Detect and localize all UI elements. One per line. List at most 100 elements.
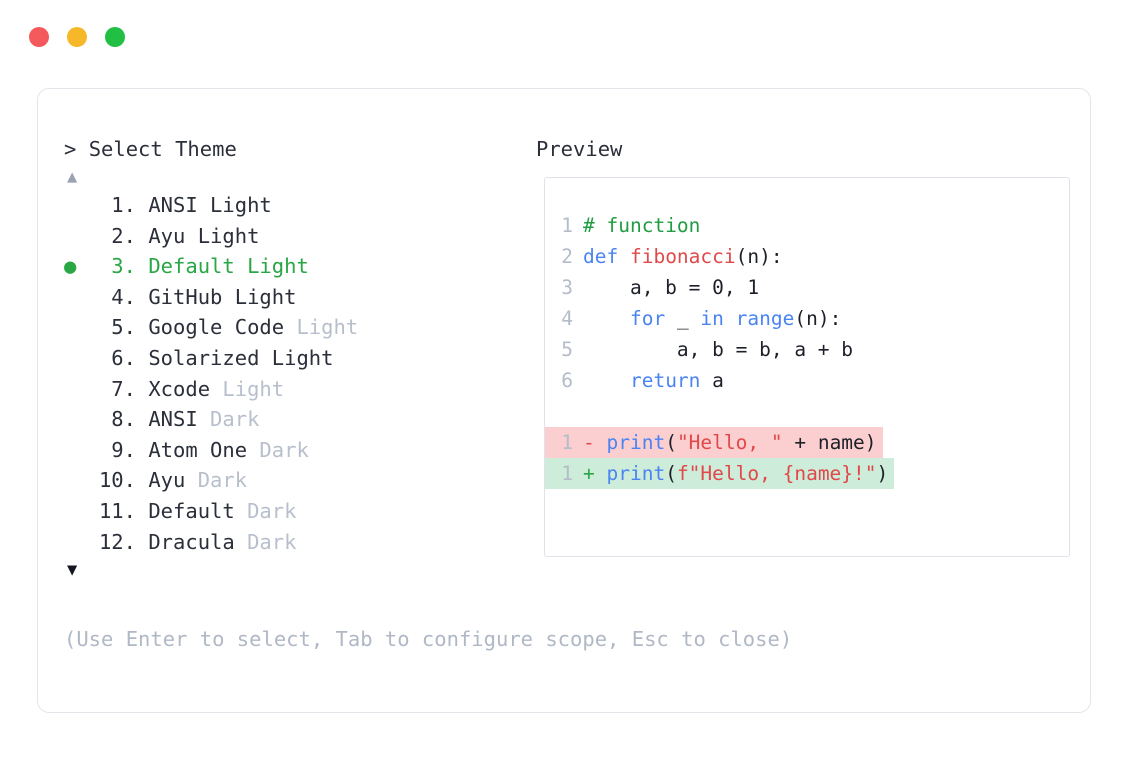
code-line: 2 def fibonacci(n): — [545, 241, 1069, 272]
theme-picker-panel: > Select Theme ▲ ● 1. ANSI Light● 2. Ayu… — [37, 88, 1091, 713]
prompt-header: > Select Theme — [64, 134, 524, 164]
theme-list-item[interactable]: ● 9. Atom One Dark — [64, 435, 524, 466]
code-token-plain: a, b = b, a + b — [583, 338, 854, 361]
scroll-up-icon[interactable]: ▲ — [67, 167, 78, 187]
theme-item-variant: Light — [210, 376, 285, 401]
theme-list-item[interactable]: ●10. Ayu Dark — [64, 465, 524, 496]
theme-list-item[interactable]: ● 1. ANSI Light — [64, 190, 524, 221]
close-button[interactable] — [29, 27, 49, 47]
code-token-plain: (n): — [735, 245, 783, 268]
theme-item-gap — [136, 343, 148, 374]
theme-item-index: 4. — [98, 284, 136, 309]
preview-title: Preview — [536, 137, 623, 161]
code-block: 1 # function 2 def fibonacci(n): 3 a, b = 0,… — [545, 210, 1069, 489]
theme-item-variant: Dark — [185, 468, 248, 493]
theme-item-index: 8. — [98, 407, 136, 432]
theme-item-variant: Dark — [234, 529, 297, 554]
line-number: 1 — [561, 431, 573, 454]
theme-item-name: GitHub Light — [148, 284, 297, 309]
theme-item-gap — [136, 465, 148, 496]
code-line: 4 for _ in range(n): — [545, 303, 1069, 334]
bullet-placeholder: ● — [64, 465, 90, 496]
theme-item-name: Default Light — [148, 254, 309, 279]
line-number: 6 — [561, 369, 573, 392]
theme-list-item[interactable]: ● 11. Default Dark — [64, 496, 524, 527]
code-token-string: "Hello, " — [676, 431, 783, 454]
code-line-content: def fibonacci(n): — [583, 241, 783, 272]
theme-item-gap — [136, 251, 148, 282]
theme-list-item[interactable]: ● 8. ANSI Dark — [64, 404, 524, 435]
bullet-placeholder: ● — [64, 282, 90, 313]
line-number: 1 — [561, 214, 573, 237]
code-token-string: f"Hello, {name}!" — [676, 462, 877, 485]
theme-item-name: Solarized Light — [148, 345, 334, 370]
code-token-keyword: in range — [700, 307, 795, 330]
theme-item-gap — [136, 221, 148, 252]
diff-line-highlight: 1- print("Hello, " + name) — [545, 427, 883, 458]
code-token-keyword: print — [606, 462, 666, 485]
bullet-placeholder: ● — [64, 312, 90, 343]
theme-item-variant: Dark — [197, 407, 260, 432]
theme-item-variant: Dark — [247, 437, 309, 462]
bullet-placeholder: ● — [64, 435, 90, 466]
code-token-plain: + name) — [782, 431, 877, 454]
theme-item-gap — [136, 435, 148, 466]
theme-list-item[interactable]: ● 2. Ayu Light — [64, 221, 524, 252]
bullet-placeholder: ● — [64, 404, 90, 435]
theme-item-gap — [136, 312, 148, 343]
bullet-placeholder: ● — [64, 527, 90, 558]
code-token-plain: ( — [665, 462, 677, 485]
keyboard-hint: (Use Enter to select, Tab to configure s… — [64, 627, 793, 651]
theme-item-index: 12. — [98, 529, 136, 554]
theme-item-index: 7. — [98, 376, 136, 401]
theme-item-name: Xcode — [148, 376, 211, 401]
bullet-placeholder: ● — [64, 374, 90, 405]
window-titlebar — [29, 27, 125, 47]
diff-minus-marker: - — [583, 431, 607, 454]
diff-plus-marker: + — [583, 462, 607, 485]
code-line-content: return a — [583, 365, 724, 396]
page-title: Select Theme — [88, 137, 237, 161]
diff-line-highlight: 1+ print(f"Hello, {name}!") — [545, 458, 895, 489]
line-number: 2 — [561, 245, 573, 268]
zoom-button[interactable] — [105, 27, 125, 47]
theme-item-name: ANSI Light — [148, 193, 272, 217]
theme-list-item[interactable]: ● 6. Solarized Light — [64, 343, 524, 374]
theme-item-index: 11. — [98, 498, 136, 523]
panel-columns: > Select Theme ▲ ● 1. ANSI Light● 2. Ayu… — [38, 89, 1090, 712]
theme-selector-column: > Select Theme ▲ ● 1. ANSI Light● 2. Ayu… — [64, 134, 524, 583]
theme-item-index: 2. — [98, 223, 136, 248]
theme-item-name: Default — [148, 498, 235, 523]
bullet-placeholder: ● — [64, 190, 90, 221]
theme-list-item[interactable]: ● 12. Dracula Dark — [64, 527, 524, 558]
code-token-keyword: def — [583, 245, 630, 268]
theme-list-item[interactable]: ● 3. Default Light — [64, 251, 524, 282]
theme-list-item[interactable]: ● 5. Google Code Light — [64, 312, 524, 343]
code-token-keyword: return — [629, 369, 713, 392]
theme-item-variant: Light — [284, 315, 359, 340]
code-token-plain: ) — [876, 462, 889, 485]
theme-item-gap — [136, 527, 148, 558]
theme-item-gap — [136, 496, 148, 527]
minimize-button[interactable] — [67, 27, 87, 47]
theme-item-gap — [136, 282, 148, 313]
theme-item-name: Ayu Light — [148, 223, 260, 248]
code-token-keyword: print — [606, 431, 666, 454]
code-line: 5 a, b = b, a + b — [545, 334, 1069, 365]
scroll-down-icon[interactable]: ▼ — [67, 560, 78, 581]
theme-item-index: 3. — [98, 254, 136, 279]
theme-item-index: 1. — [98, 193, 136, 217]
preview-column: Preview 1 # function 2 def fibonacci(n): 3 a… — [536, 134, 1070, 557]
code-token-comment: # function — [583, 214, 701, 237]
code-token-plain: a — [712, 369, 724, 392]
code-token-plain: a, b = 0, 1 — [583, 276, 760, 299]
bullet-placeholder: ● — [64, 496, 90, 527]
diff-block: 1- print("Hello, " + name)1+ print(f"Hel… — [545, 427, 1069, 489]
theme-list-item[interactable]: ● 4. GitHub Light — [64, 282, 524, 313]
theme-item-name: Dracula — [148, 529, 235, 554]
theme-list-item[interactable]: ● 7. Xcode Light — [64, 374, 524, 405]
code-token-keyword: for — [629, 307, 677, 330]
code-line-content: a, b = b, a + b — [583, 334, 853, 365]
line-number: 3 — [561, 276, 573, 299]
theme-item-variant: Dark — [234, 498, 297, 523]
